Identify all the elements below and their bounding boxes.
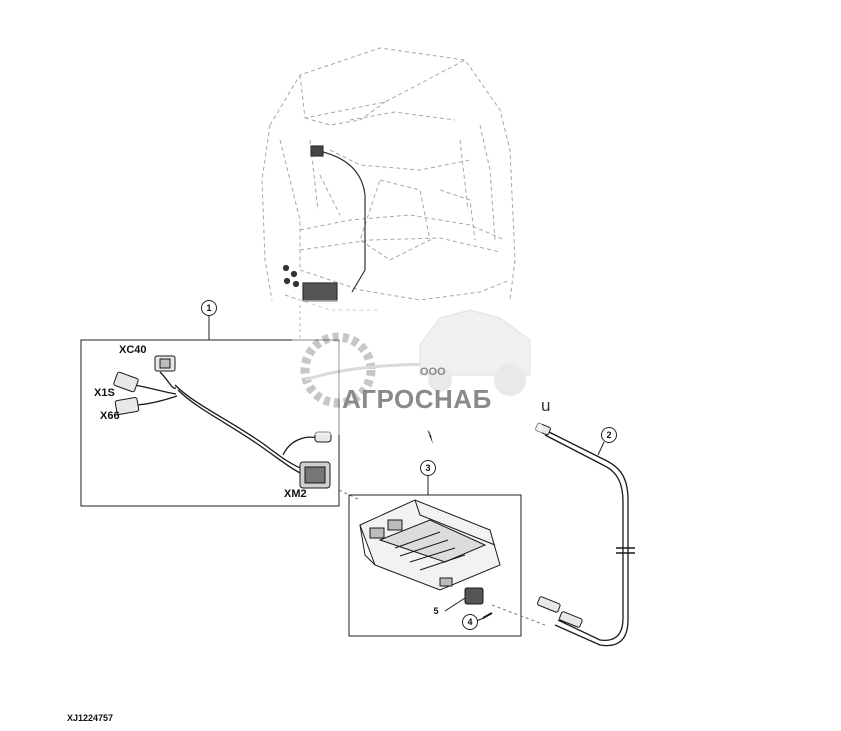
label-x66: X66 (100, 410, 120, 422)
figure-id: XJ1224757 (67, 713, 114, 723)
stray-text: u (541, 396, 551, 415)
box-controller (348, 494, 522, 637)
harness-connectors (113, 355, 332, 489)
callout-3: 3 (420, 460, 436, 476)
label-x1s: X1S (94, 387, 115, 399)
label-xc40: XC40 (119, 344, 147, 356)
box-harness (80, 339, 340, 507)
controller-small-parts (444, 587, 493, 622)
callout-2-leader (597, 441, 605, 456)
connector-x1s-shape (113, 371, 139, 393)
label-xm2: XM2 (284, 488, 307, 500)
part-5-bracket (464, 587, 484, 605)
pointer-mark (427, 430, 433, 444)
cable-2 (544, 429, 635, 647)
cab-harness (282, 145, 366, 302)
callout-1: 1 (201, 300, 217, 316)
watermark-logo (292, 300, 542, 435)
callout-4: 4 (462, 614, 478, 630)
connector-x66-shape (114, 397, 140, 415)
watermark-name: АГРОСНАБ (342, 384, 492, 414)
controller-unit (359, 499, 501, 591)
wire-harness (134, 371, 319, 477)
leader-line-xm2 (338, 489, 361, 501)
cable-2-connectors (535, 422, 583, 628)
part-4-screw (482, 612, 493, 619)
cab-outline (261, 47, 516, 311)
callout-5: 5 (433, 606, 439, 616)
leader-to-cable (491, 604, 546, 626)
callout-2: 2 (601, 427, 617, 443)
watermark-company-type: ООО (420, 366, 446, 378)
